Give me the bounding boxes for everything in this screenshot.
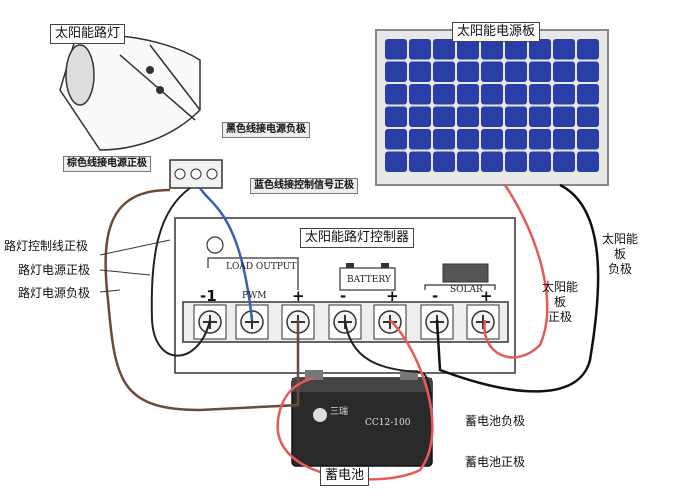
panel-negative-label-b: 负极 bbox=[607, 262, 632, 276]
wires bbox=[99, 183, 600, 481]
battery-mark: BATTERY bbox=[347, 275, 391, 285]
solar-cell bbox=[433, 129, 455, 150]
lamp-power-positive-label: 路灯电源正极 bbox=[18, 263, 91, 277]
solar-cell bbox=[553, 84, 575, 105]
solar-cell bbox=[457, 106, 479, 127]
solar-cell bbox=[409, 151, 431, 172]
solar-cell bbox=[409, 61, 431, 82]
solar-cell bbox=[385, 39, 407, 60]
solar-cell bbox=[457, 151, 479, 172]
solar-cell bbox=[433, 61, 455, 82]
solar-cell bbox=[553, 39, 575, 60]
battery-positive-sign: + bbox=[386, 287, 399, 305]
solar-cell bbox=[457, 61, 479, 82]
battery-negative-sign: - bbox=[340, 287, 347, 305]
street-lamp-label: 太阳能路灯 bbox=[50, 24, 126, 44]
solar-cell bbox=[577, 129, 599, 150]
battery bbox=[291, 370, 433, 467]
solar-cell bbox=[457, 129, 479, 150]
solar-cell bbox=[409, 39, 431, 60]
black-wire-tag: 黑色线接电源负极 bbox=[222, 122, 310, 138]
solar-cell bbox=[505, 39, 527, 60]
solar-cell bbox=[529, 106, 551, 127]
solar-cell bbox=[577, 39, 599, 60]
solar-cell bbox=[577, 61, 599, 82]
solar-cell bbox=[529, 129, 551, 150]
solar-cell bbox=[505, 84, 527, 105]
solar-cell bbox=[553, 106, 575, 127]
panel-positive-wire bbox=[483, 184, 549, 359]
battery-positive-label: 蓄电池正极 bbox=[465, 455, 526, 469]
panel-negative-wire bbox=[435, 183, 600, 393]
load-negative-sign: -1 bbox=[200, 287, 217, 305]
load-positive-sign: + bbox=[292, 287, 305, 305]
solar-cell bbox=[481, 129, 503, 150]
panel-negative-label-a: 太阳能板 bbox=[601, 232, 638, 261]
battery-negative-label: 蓄电池负极 bbox=[465, 414, 526, 428]
solar-cell bbox=[529, 39, 551, 60]
solar-cell bbox=[505, 106, 527, 127]
solar-positive-sign: + bbox=[480, 287, 493, 305]
solar-panel bbox=[375, 29, 609, 186]
solar-cell bbox=[481, 151, 503, 172]
panel-positive-label-b: 正极 bbox=[547, 310, 572, 324]
solar-cell bbox=[481, 39, 503, 60]
blue-wire bbox=[198, 187, 254, 321]
brown-wire bbox=[104, 188, 300, 412]
panel-positive-label-a: 太阳能板 bbox=[541, 280, 578, 309]
battery-brand-mark: 三瑞 bbox=[330, 407, 349, 417]
solar-cells bbox=[385, 39, 599, 172]
solar-cell bbox=[577, 84, 599, 105]
controller-label: 太阳能路灯控制器 bbox=[300, 228, 415, 248]
solar-cell bbox=[481, 106, 503, 127]
solar-cell bbox=[457, 84, 479, 105]
solar-cell bbox=[409, 129, 431, 150]
solar-cell bbox=[433, 84, 455, 105]
lamp-control-positive-label: 路灯控制线正极 bbox=[4, 239, 89, 253]
solar-cell bbox=[409, 106, 431, 127]
panel-negative-label: 太阳能板 负极 bbox=[600, 232, 640, 277]
solar-cell bbox=[385, 61, 407, 82]
solar-cell bbox=[505, 129, 527, 150]
solar-cell bbox=[553, 129, 575, 150]
solar-cell bbox=[529, 84, 551, 105]
solar-cell bbox=[385, 129, 407, 150]
solar-cell bbox=[433, 39, 455, 60]
street-lamp bbox=[59, 34, 223, 189]
brown-wire-tag: 棕色线接电源正极 bbox=[63, 156, 151, 172]
pwm-mark: PWM bbox=[242, 291, 267, 301]
solar-cell bbox=[433, 106, 455, 127]
solar-negative-sign: - bbox=[432, 287, 439, 305]
solar-cell bbox=[457, 39, 479, 60]
solar-cell bbox=[505, 151, 527, 172]
lamp-power-negative-label: 路灯电源负极 bbox=[18, 286, 91, 300]
solar-cell bbox=[529, 151, 551, 172]
solar-mark: SOLAR bbox=[450, 285, 483, 295]
battery-positive-wire bbox=[276, 319, 434, 481]
panel-positive-label: 太阳能板 正极 bbox=[540, 280, 580, 325]
terminal-screw bbox=[466, 304, 500, 340]
solar-cell bbox=[481, 61, 503, 82]
solar-cell bbox=[385, 151, 407, 172]
solar-cell bbox=[505, 61, 527, 82]
solar-cell bbox=[577, 151, 599, 172]
solar-cell bbox=[577, 106, 599, 127]
terminal-row bbox=[193, 304, 500, 340]
battery-label: 蓄电池 bbox=[320, 466, 370, 486]
solar-cell bbox=[385, 84, 407, 105]
load-output-mark: LOAD OUTPUT bbox=[226, 262, 297, 272]
solar-cell bbox=[553, 151, 575, 172]
blue-wire-tag: 蓝色线接控制信号正极 bbox=[250, 178, 358, 194]
solar-cell bbox=[553, 61, 575, 82]
solar-cell bbox=[529, 61, 551, 82]
solar-cell bbox=[385, 106, 407, 127]
solar-cell bbox=[481, 84, 503, 105]
solar-cell bbox=[433, 151, 455, 172]
black-wire-lamp bbox=[150, 187, 211, 357]
solar-cell bbox=[409, 84, 431, 105]
solar-panel-label: 太阳能电源板 bbox=[452, 22, 541, 42]
battery-model-mark: CC12-100 bbox=[365, 418, 411, 428]
